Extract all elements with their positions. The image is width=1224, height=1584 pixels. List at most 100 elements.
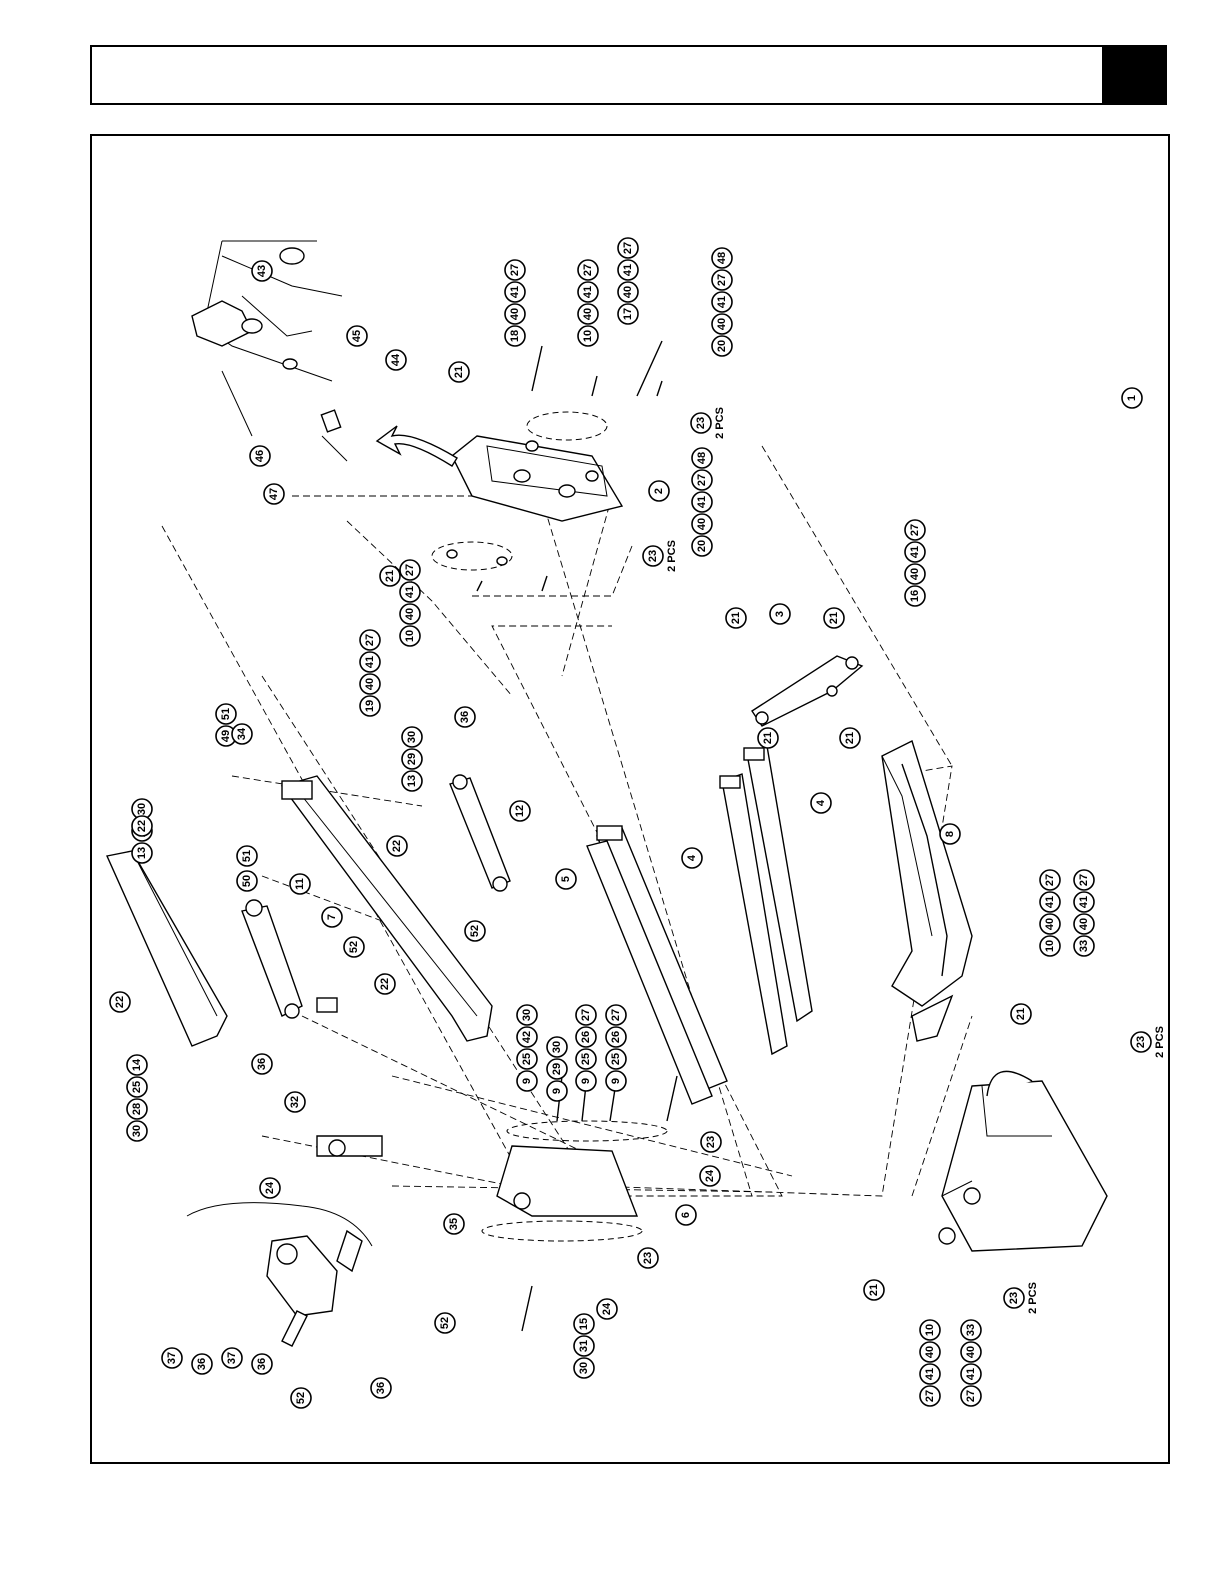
callout-bubble — [691, 535, 713, 557]
callout-number: 9 — [521, 1078, 533, 1084]
callout-bubble — [711, 269, 733, 291]
callout-group: 5 — [555, 868, 577, 890]
callout-number: 40 — [622, 286, 634, 298]
callout-bubble — [648, 480, 670, 502]
direction-arrow — [375, 425, 458, 467]
callout-number: 32 — [289, 1096, 301, 1108]
callout-bubble — [725, 607, 747, 629]
callout-bubble — [109, 991, 131, 1013]
callout-bubble — [596, 1298, 618, 1320]
callout-number: 4 — [815, 799, 827, 806]
callout-bubble — [960, 1341, 982, 1363]
callout-number: 13 — [136, 847, 148, 859]
callout-bubble — [516, 1048, 538, 1070]
callout-bubble — [231, 723, 253, 745]
callout-number: 45 — [351, 330, 363, 342]
callout-bubble — [259, 1177, 281, 1199]
callout-number: 13 — [406, 775, 418, 787]
callout-number: 26 — [580, 1031, 592, 1043]
callout-bubble — [1073, 891, 1095, 913]
callout-number: 46 — [254, 450, 266, 462]
top-mount-bracket — [191, 240, 348, 462]
callout-bubble — [711, 313, 733, 335]
callout-bubble — [131, 842, 153, 864]
callout-number: 36 — [256, 1058, 268, 1070]
callout-number: 24 — [264, 1181, 276, 1194]
callout-number: 25 — [580, 1053, 592, 1065]
callout-bubble — [1039, 891, 1061, 913]
callout-number: 40 — [696, 518, 708, 530]
callout-number: 25 — [131, 1081, 143, 1093]
callout-number: 41 — [965, 1368, 977, 1380]
callout-number: 40 — [404, 608, 416, 620]
callout-group: 21 — [839, 727, 861, 749]
callout-number: 22 — [391, 840, 403, 852]
callout-number: 27 — [580, 1009, 592, 1021]
callout-group: 52 — [290, 1387, 312, 1409]
callout-number: 29 — [551, 1063, 563, 1075]
callout-number: 23 — [1135, 1036, 1147, 1048]
arm-5 — [586, 825, 728, 1105]
callout-group: 21 — [757, 727, 779, 749]
callout-number: 40 — [582, 308, 594, 320]
callout-group: 45 — [346, 325, 368, 347]
callout-number: 30 — [406, 731, 418, 743]
callout-group: 52 — [343, 936, 365, 958]
callout-number: 41 — [582, 286, 594, 298]
callout-bubble — [1073, 913, 1095, 935]
callout-number: 44 — [390, 353, 402, 366]
callout-bubble — [516, 1004, 538, 1026]
header-tab — [1102, 45, 1167, 105]
callout-bubble — [509, 800, 531, 822]
callout-number: 21 — [828, 612, 840, 624]
callout-group: 44 — [385, 349, 407, 371]
left-arm — [106, 850, 228, 1047]
callout-group: 3 — [769, 603, 791, 625]
callout-bubble — [919, 1363, 941, 1385]
callout-group: 24 — [699, 1165, 721, 1187]
callout-number: 41 — [1078, 896, 1090, 908]
callout-bubble — [823, 607, 845, 629]
callout-group: 22 — [386, 835, 408, 857]
callout-group: 6 — [675, 1204, 697, 1226]
qty-note: 2 PCS — [1027, 1282, 1039, 1314]
callout-bubble — [605, 1026, 627, 1048]
callout-number: 21 — [730, 612, 742, 624]
callout-number: 17 — [622, 308, 634, 320]
callout-bubble — [399, 559, 421, 581]
callout-number: 20 — [696, 540, 708, 552]
callout-number: 41 — [364, 656, 376, 668]
callout-number: 33 — [965, 1324, 977, 1336]
callout-number: 24 — [704, 1169, 716, 1182]
callout-number: 27 — [716, 274, 728, 286]
assembly-dashed-lines — [161, 445, 973, 1217]
callout-number: 48 — [716, 252, 728, 264]
callout-number: 25 — [610, 1053, 622, 1065]
callout-bubble — [711, 247, 733, 269]
callout-group: 34 — [231, 723, 253, 745]
callout-number: 22 — [379, 978, 391, 990]
callout-bubble — [810, 792, 832, 814]
callout-bubble — [399, 603, 421, 625]
callout-number: 27 — [364, 634, 376, 646]
callout-bubble — [573, 1335, 595, 1357]
callout-bubble — [573, 1313, 595, 1335]
callout-group: 36 — [454, 706, 476, 728]
callout-number: 22 — [114, 996, 126, 1008]
callout-number: 27 — [1044, 874, 1056, 886]
qty-note: 2 PCS — [1154, 1026, 1166, 1058]
callout-bubble — [516, 1026, 538, 1048]
callout-bubble — [939, 823, 961, 845]
callout-bubble — [454, 706, 476, 728]
cylinder-11 — [241, 899, 338, 1019]
callout-bubble — [221, 1347, 243, 1369]
boom-7 — [280, 775, 493, 1042]
